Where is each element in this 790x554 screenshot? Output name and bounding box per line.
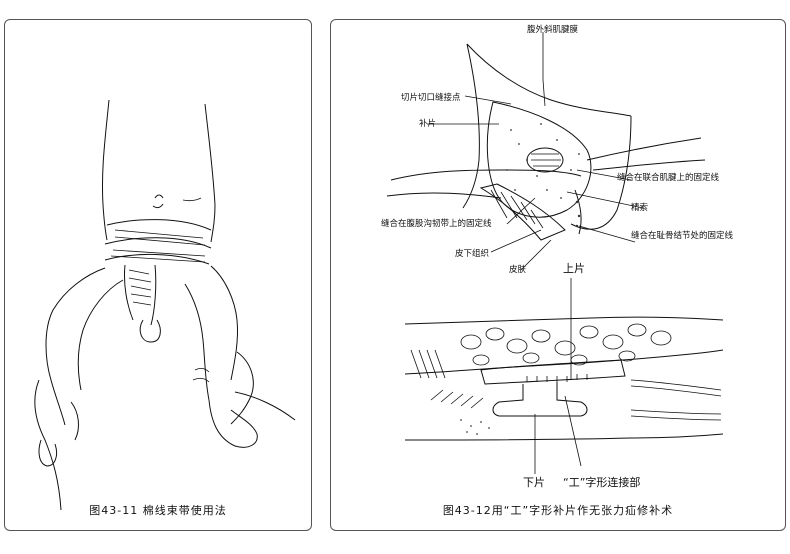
label-spermatic-cord: 精索: [631, 202, 648, 213]
label-patch: 补片: [419, 118, 436, 129]
label-skin: 皮肤: [509, 264, 527, 275]
figure-43-11-panel: 图43-11 棉线束带使用法: [4, 19, 312, 531]
label-aponeurosis: 腹外斜肌腱膜: [527, 24, 579, 35]
figure-caption-right: 图43-12用“工”字形补片作无张力疝修补术: [442, 504, 674, 517]
label-lower-sheet: 下片: [523, 476, 545, 489]
label-sutured-conjoint: 缝合在联合肌腱上的固定线: [617, 172, 720, 183]
label-subcutaneous: 皮下组织: [455, 248, 489, 259]
infant-truss-illustration: [34, 99, 296, 511]
label-connector: “工”字形连接部: [563, 475, 640, 489]
figure-43-12-panel: 腹外斜肌腱膜 切片切口缝接点 补片 缝合在联合肌腱上的固定线 精索 缝合在腹股沟…: [330, 19, 786, 531]
figure-caption-left: 图43-11 棉线束带使用法: [89, 504, 227, 517]
label-sutured-pubic: 缝合在耻骨结节处的固定线: [631, 230, 734, 241]
label-upper-sheet: 上片: [563, 262, 585, 275]
label-sutured-inguinal: 缝合在腹股沟韧带上的固定线: [381, 218, 492, 229]
label-incision-suture: 切片切口缝接点: [401, 92, 461, 103]
hernia-repair-illustration: 腹外斜肌腱膜 切片切口缝接点 补片 缝合在联合肌腱上的固定线 精索 缝合在腹股沟…: [381, 24, 734, 489]
